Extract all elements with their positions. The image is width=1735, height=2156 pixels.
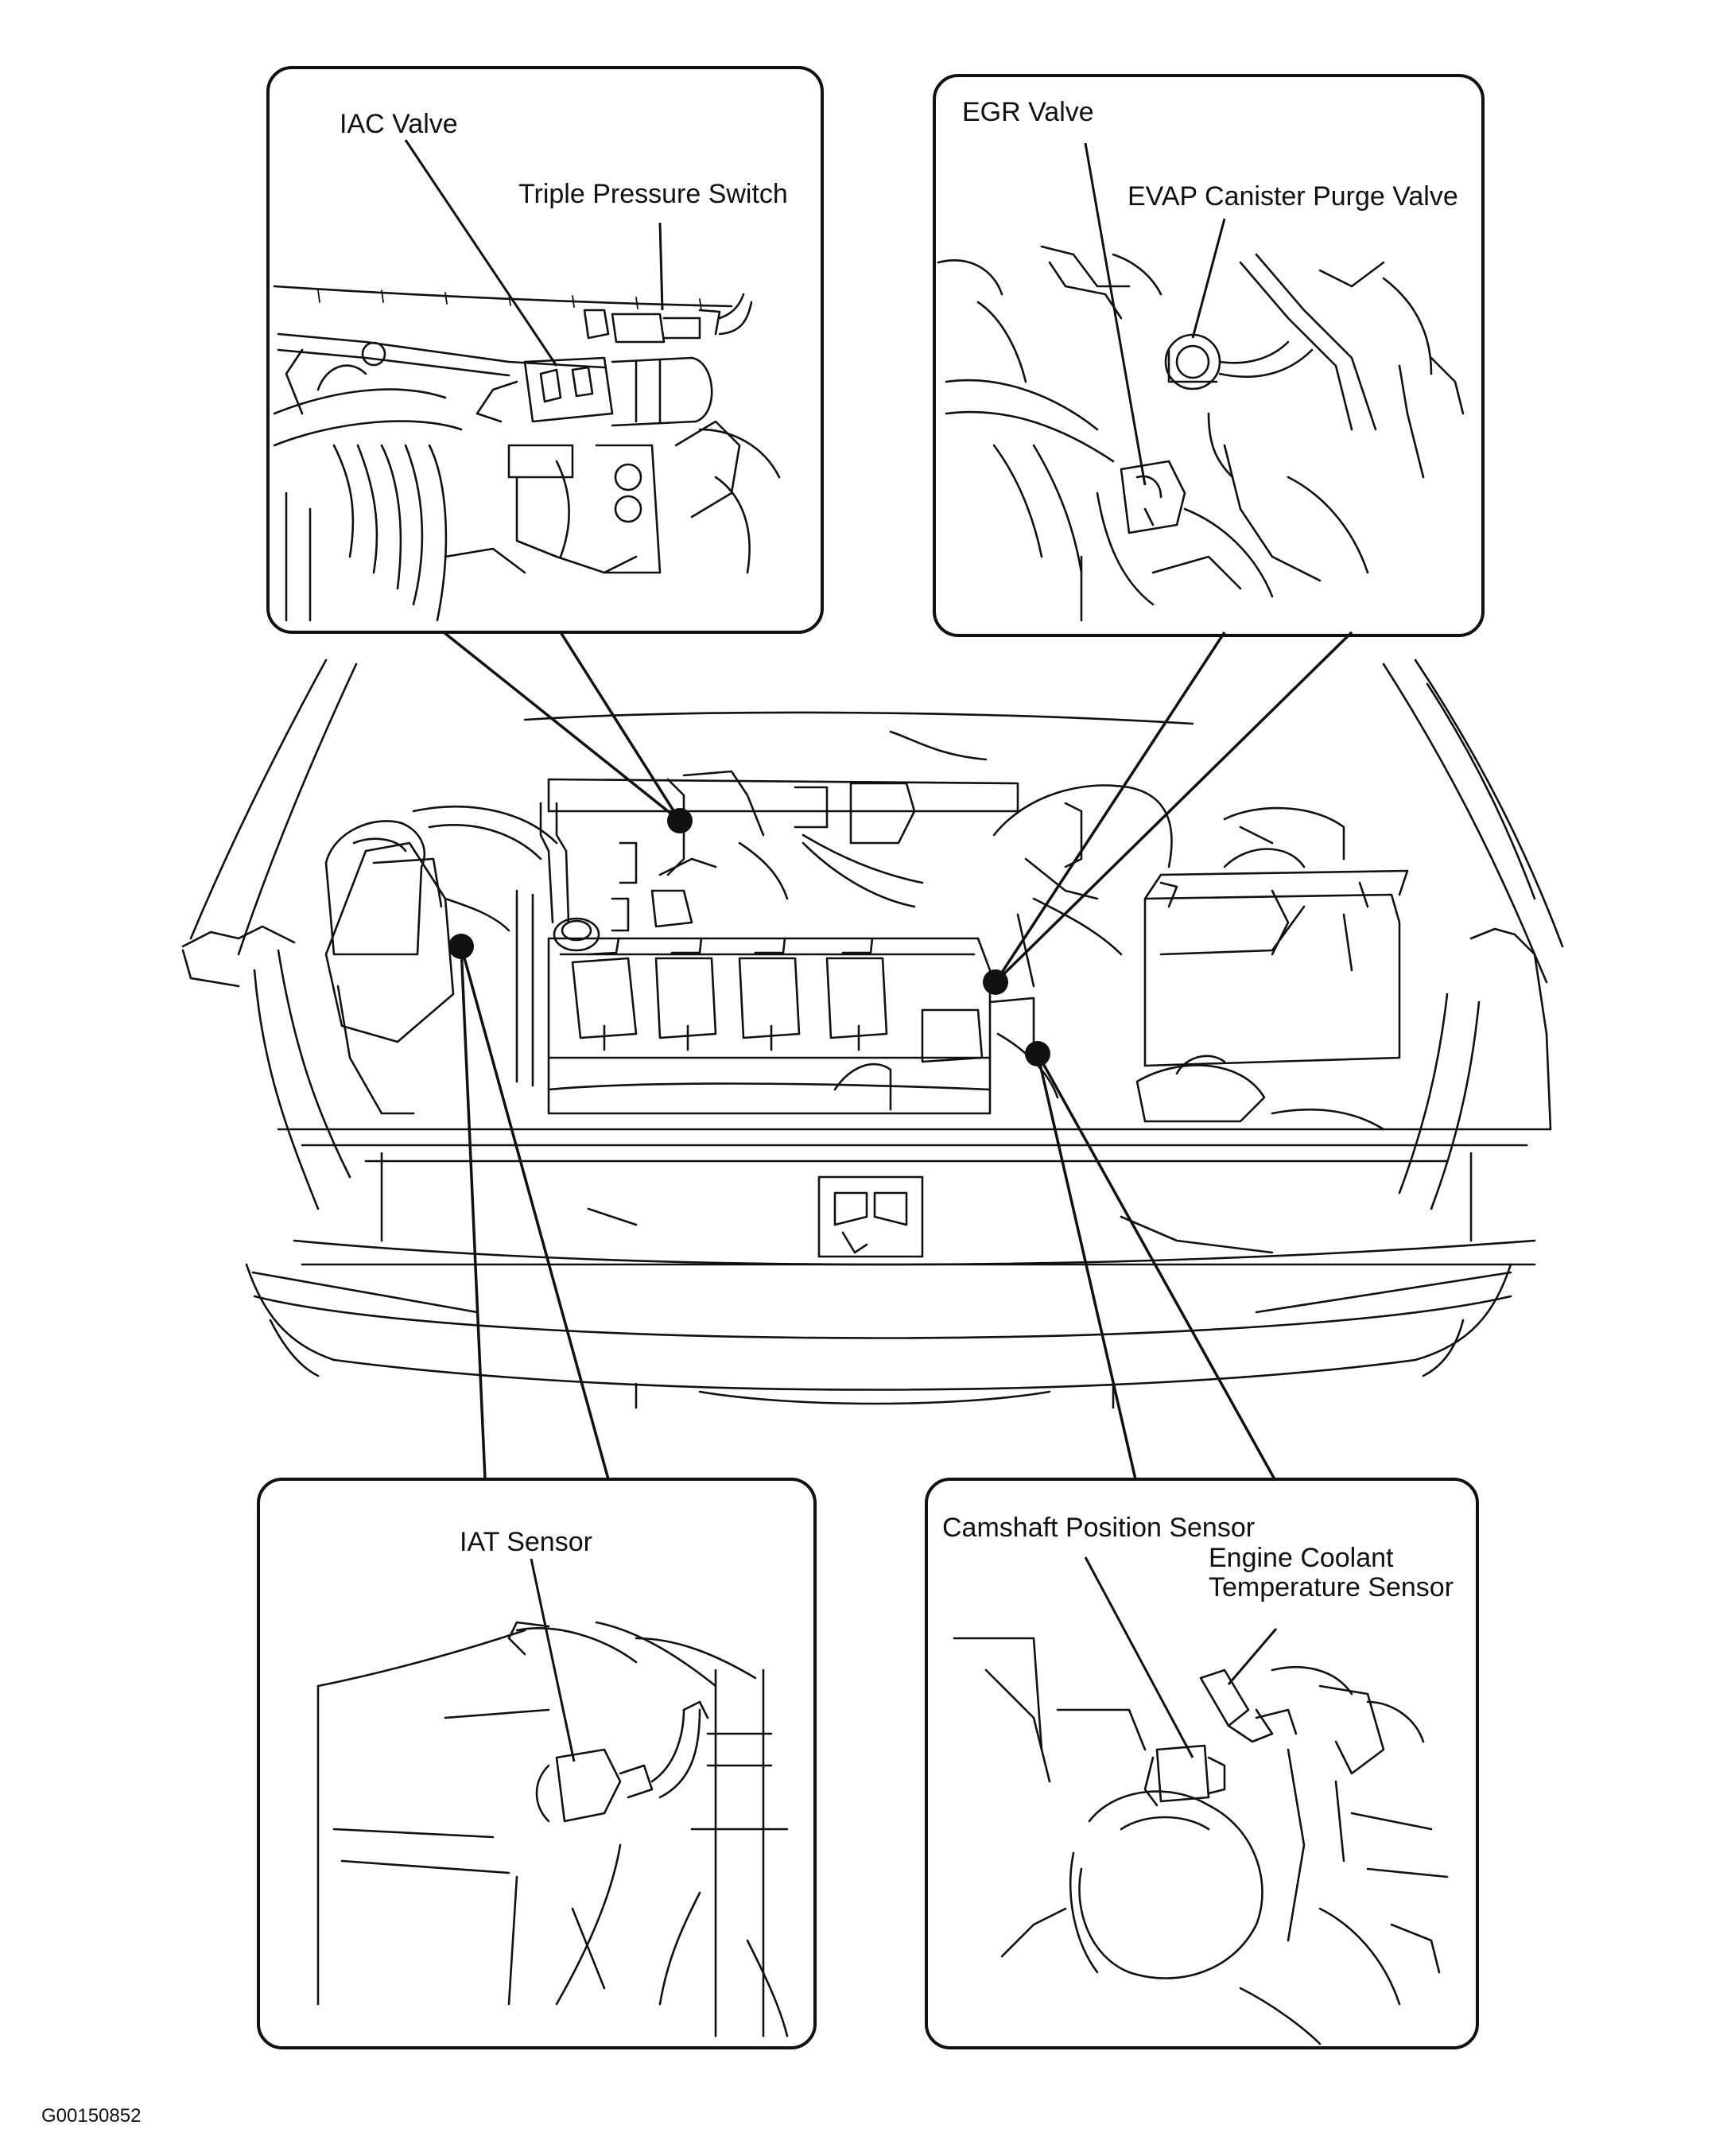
label-evap-canister-purge-valve: EVAP Canister Purge Valve (1128, 181, 1458, 212)
locator-dot-cmp (1025, 1041, 1050, 1066)
panel-illustration-iac (273, 285, 781, 622)
panel-cmp-ect-sensors: Camshaft Position Sensor Engine Coolant … (925, 1478, 1479, 2049)
panel-illustration-cmp-ect (953, 1637, 1449, 2045)
engine-bay-illustration (181, 658, 1564, 1409)
locator-dot-iac (667, 808, 693, 833)
panel-illustration-egr (937, 245, 1465, 622)
panel-iac-triple-pressure: IAC Valve Triple Pressure Switch (266, 66, 824, 634)
panel-illustration-iat (316, 1621, 789, 2038)
figure-code: G00150852 (41, 2105, 141, 2127)
callout-pointers (442, 631, 1353, 1480)
label-ect-line2: Temperature Sensor (1209, 1572, 1454, 1602)
label-ect-line1: Engine Coolant (1209, 1543, 1394, 1573)
label-egr-valve: EGR Valve (962, 97, 1094, 127)
ignition-coils (571, 937, 888, 1051)
label-camshaft-position-sensor: Camshaft Position Sensor (942, 1513, 1255, 1543)
label-iac-valve: IAC Valve (340, 109, 458, 139)
panel-egr-evap: EGR Valve EVAP Canister Purge Valve (933, 74, 1485, 637)
label-iat-sensor: IAT Sensor (460, 1527, 592, 1557)
locator-dot-iat (448, 934, 474, 959)
locator-dot-egr (983, 969, 1008, 995)
panel-iat-sensor: IAT Sensor (257, 1478, 817, 2049)
label-triple-pressure-switch: Triple Pressure Switch (518, 179, 788, 209)
